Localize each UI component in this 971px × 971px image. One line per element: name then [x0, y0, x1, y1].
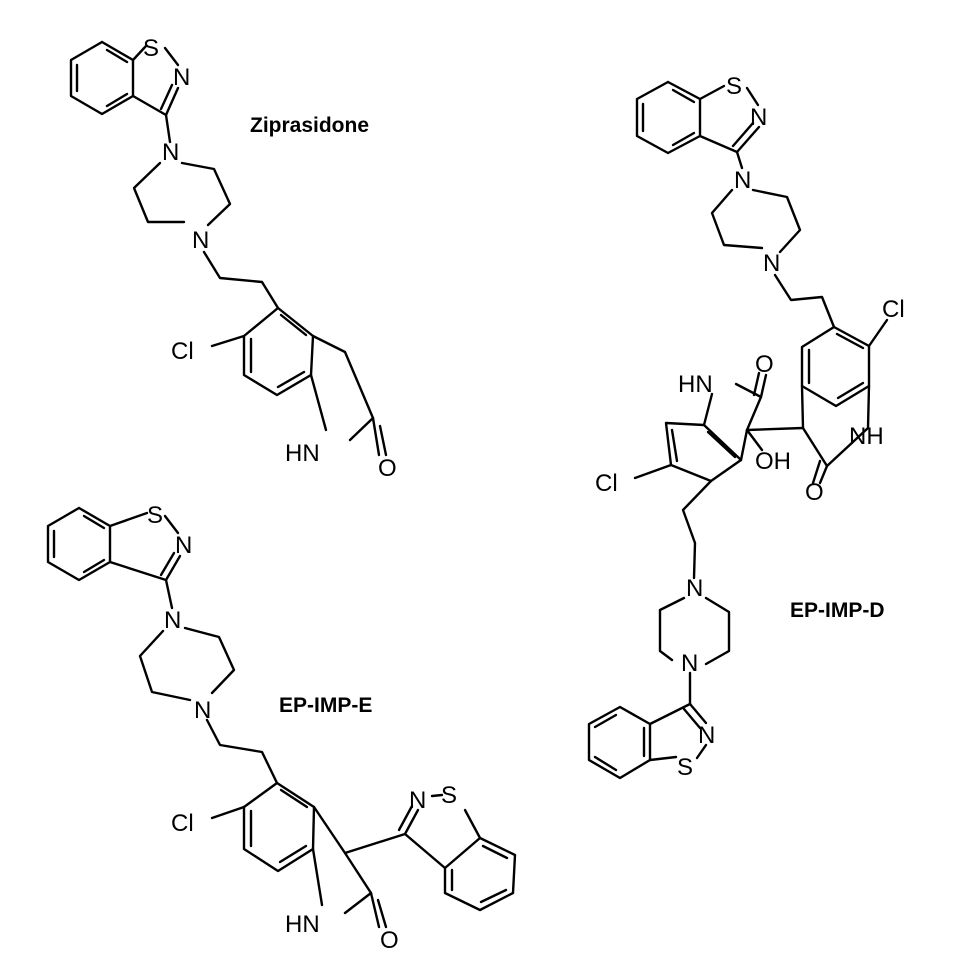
- sulfur-atom-label: S: [726, 73, 742, 100]
- chlorine-atom-label: Cl: [882, 296, 905, 323]
- amide-nh-label: HN: [678, 371, 713, 398]
- compound-name-ziprasidone: Ziprasidone: [250, 114, 369, 137]
- ep-imp-e-bonds: [46, 506, 517, 929]
- nitrogen-atom-label: N: [698, 722, 715, 749]
- nitrogen-atom-label: N: [162, 139, 179, 166]
- nitrogen-atom-label: N: [194, 697, 211, 724]
- nitrogen-atom-label: N: [409, 787, 426, 814]
- amide-nh-label: NH: [849, 423, 884, 450]
- hydroxyl-label: OH: [755, 448, 791, 475]
- compound-name-ep-imp-e: EP-IMP-E: [279, 694, 372, 717]
- carbonyl-oxygen-label: O: [380, 927, 399, 954]
- nitrogen-atom-label: N: [164, 607, 181, 634]
- amide-nh-label: HN: [285, 440, 320, 467]
- sulfur-atom-label: S: [441, 782, 457, 809]
- nitrogen-atom-label: N: [750, 104, 767, 131]
- ziprasidone-structure: S N N N Cl HN O Ziprasidone: [69, 35, 397, 482]
- ep-imp-d-atoms: S N N N Cl HN O NH OH O Cl N N N S: [595, 73, 905, 781]
- carbonyl-oxygen-label: O: [805, 479, 824, 506]
- sulfur-atom-label: S: [143, 35, 159, 62]
- nitrogen-atom-label: N: [734, 167, 751, 194]
- nitrogen-atom-label: N: [681, 650, 698, 677]
- nitrogen-atom-label: N: [763, 250, 780, 277]
- sulfur-atom-label: S: [147, 502, 163, 529]
- ep-imp-d-structure: S N N N Cl HN O NH OH O Cl N N N S EP-IM…: [587, 73, 905, 781]
- compound-name-ep-imp-d: EP-IMP-D: [790, 599, 885, 622]
- chlorine-atom-label: Cl: [595, 470, 618, 497]
- nitrogen-atom-label: N: [686, 575, 703, 602]
- sulfur-atom-label: S: [677, 754, 693, 781]
- ep-imp-e-atoms: S N N N Cl HN O N S: [147, 502, 457, 954]
- ep-imp-d-bonds: [587, 80, 889, 780]
- carbonyl-oxygen-label: O: [755, 351, 774, 378]
- amide-nh-label: HN: [285, 911, 320, 938]
- chlorine-atom-label: Cl: [171, 338, 194, 365]
- ziprasidone-bonds: [69, 40, 388, 457]
- carbonyl-oxygen-label: O: [378, 455, 397, 482]
- ep-imp-e-structure: S N N N Cl HN O N S EP-IMP-E: [46, 502, 517, 954]
- nitrogen-atom-label: N: [173, 64, 190, 91]
- ziprasidone-atoms: S N N N Cl HN O: [143, 35, 397, 482]
- nitrogen-atom-label: N: [175, 532, 192, 559]
- chlorine-atom-label: Cl: [171, 810, 194, 837]
- nitrogen-atom-label: N: [192, 227, 209, 254]
